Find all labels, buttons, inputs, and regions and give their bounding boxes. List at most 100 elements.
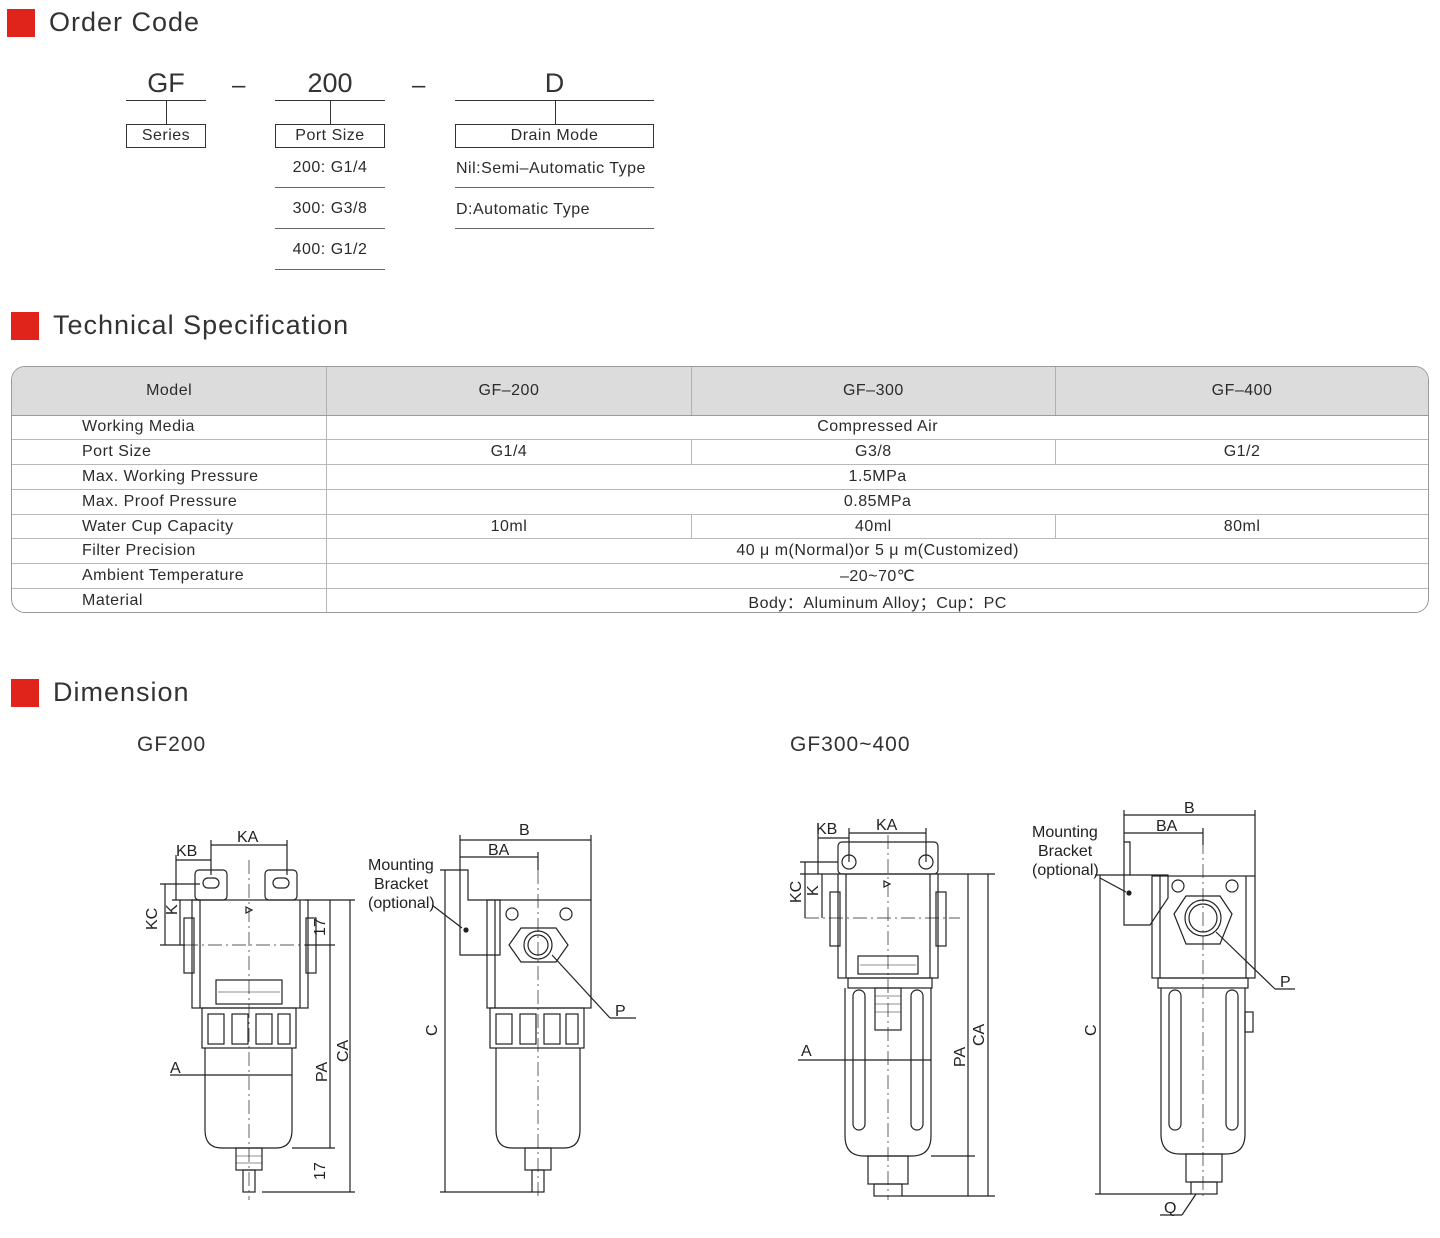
row-value: 1.5MPa — [326, 464, 1428, 490]
gf200-label-ba: BA — [488, 842, 510, 859]
drain-mode-box: Drain Mode — [455, 124, 654, 148]
gf300-bracket-3: (optional) — [1032, 862, 1099, 879]
spec-table: Model GF–200 GF–300 GF–400 Working Media… — [12, 367, 1428, 613]
red-square-icon — [7, 8, 35, 37]
port-option-2: 300: G3/8 — [292, 200, 368, 217]
gf300-label-ba: BA — [1156, 818, 1178, 835]
row-value: –20~70℃ — [326, 563, 1428, 590]
gf200-bracket-2: Bracket — [374, 876, 429, 893]
row-label: Max. Proof Pressure — [12, 489, 328, 515]
code-drain: D — [544, 68, 565, 98]
gf200-label-b: B — [519, 822, 530, 839]
code-drain-underline — [455, 100, 654, 101]
dimension-title: Dimension — [53, 677, 190, 707]
dimension-heading: Dimension — [11, 677, 190, 708]
gf200-label-k: K — [164, 904, 181, 915]
code-drain-connector — [555, 100, 556, 124]
row-label: Working Media — [12, 415, 328, 441]
gf200-side-labels: B BA C P Mounting Bracket (optional) — [368, 822, 626, 1036]
drain-option-2: D:Automatic Type — [456, 201, 590, 218]
gf200-side-view — [431, 835, 636, 1200]
port-option-1-rule — [275, 187, 385, 188]
gf300-label-pa: PA — [952, 1047, 969, 1067]
drain-option-1-rule — [455, 187, 654, 188]
gf300-side-labels: B BA C P Q Mounting Bracket (optional) — [1032, 800, 1291, 1217]
row-value: 0.85MPa — [326, 489, 1428, 515]
gf300-side-view — [1095, 810, 1295, 1216]
row-label: Max. Working Pressure — [12, 464, 328, 490]
row-value: G3/8 — [691, 439, 1057, 466]
row-label: Filter Precision — [12, 538, 328, 565]
tech-spec-title: Technical Specification — [53, 310, 350, 340]
gf200-label-ca: CA — [335, 1039, 352, 1062]
gf200-title: GF200 — [137, 733, 207, 756]
gf300-label-ca: CA — [971, 1023, 988, 1046]
code-port-size: 200 — [307, 68, 353, 98]
gf300-label-kb: KB — [816, 821, 837, 838]
gf200-label-kb: KB — [176, 843, 197, 860]
row-value: 40ml — [691, 514, 1057, 540]
row-label: Water Cup Capacity — [12, 514, 328, 540]
order-code-heading: Order Code — [7, 7, 200, 38]
row-value: Compressed Air — [326, 415, 1428, 441]
gf200-label-bot17: 17 — [312, 1162, 329, 1180]
gf200-label-top17: 17 — [312, 918, 329, 936]
drain-option-2-rule — [455, 228, 654, 229]
row-value: G1/4 — [326, 439, 692, 466]
spec-table-frame: Model GF–200 GF–300 GF–400 Working Media… — [11, 366, 1429, 613]
series-box: Series — [126, 124, 206, 148]
table-row: Material Body：Aluminum Alloy；Cup：PC — [12, 588, 1428, 613]
gf200-bracket-1: Mounting — [368, 857, 434, 874]
tech-spec-heading: Technical Specification — [11, 310, 349, 341]
table-row: Port Size G1/4 G3/8 G1/2 — [12, 439, 1428, 466]
row-value: Body：Aluminum Alloy；Cup：PC — [748, 595, 1007, 613]
header-gf300: GF–300 — [691, 367, 1057, 416]
code-series-connector — [166, 100, 167, 124]
gf300-label-a: A — [801, 1043, 812, 1060]
gf300-label-kc: KC — [788, 881, 805, 903]
row-value: 40 μ m(Normal)or 5 μ m(Customized) — [326, 538, 1428, 565]
port-option-1: 200: G1/4 — [292, 159, 368, 176]
code-port-connector — [330, 100, 331, 124]
order-code-title: Order Code — [49, 7, 201, 37]
row-label: Ambient Temperature — [12, 563, 328, 590]
gf300-label-k: K — [805, 885, 822, 896]
gf200-bracket-3: (optional) — [368, 895, 435, 912]
row-value: G1/2 — [1055, 439, 1428, 466]
row-label: Material — [12, 588, 328, 612]
gf300-front-labels: KB KA KC K A PA CA — [788, 817, 988, 1067]
table-row: Water Cup Capacity 10ml 40ml 80ml — [12, 514, 1428, 540]
gf300-label-ka: KA — [876, 817, 898, 834]
table-row: Max. Working Pressure 1.5MPa — [12, 464, 1428, 490]
gf300-front-view — [798, 828, 995, 1200]
table-row: Max. Proof Pressure 0.85MPa — [12, 489, 1428, 515]
row-value: 80ml — [1055, 514, 1428, 540]
row-value: 10ml — [326, 514, 692, 540]
gf200-front-labels: KB KA KC K A PA CA 17 17 — [144, 829, 352, 1180]
gf300-label-c: C — [1083, 1024, 1100, 1036]
gf300-title: GF300~400 — [790, 733, 911, 756]
gf200-label-p: P — [615, 1003, 626, 1020]
gf300-bracket-2: Bracket — [1038, 843, 1093, 860]
port-size-box: Port Size — [275, 124, 385, 148]
header-model: Model — [12, 367, 328, 416]
gf200-label-a: A — [170, 1060, 181, 1077]
gf300-label-q: Q — [1164, 1200, 1176, 1217]
drain-option-1: Nil:Semi–Automatic Type — [456, 160, 646, 177]
code-dash-2: – — [412, 72, 426, 99]
header-gf400: GF–400 — [1055, 367, 1428, 416]
red-square-icon — [11, 311, 39, 340]
gf200-front-view — [160, 840, 355, 1200]
spec-header-row: Model GF–200 GF–300 GF–400 — [12, 367, 1428, 416]
port-option-3: 400: G1/2 — [292, 241, 368, 258]
port-option-3-rule — [275, 269, 385, 270]
port-option-2-rule — [275, 228, 385, 229]
gf200-label-pa: PA — [314, 1062, 331, 1082]
gf200-label-kc: KC — [144, 908, 161, 930]
gf300-bracket-1: Mounting — [1032, 824, 1098, 841]
gf200-label-c: C — [424, 1024, 441, 1036]
row-label: Port Size — [12, 439, 328, 466]
header-gf200: GF–200 — [326, 367, 692, 416]
red-square-icon — [11, 678, 39, 707]
code-dash-1: – — [232, 72, 246, 99]
